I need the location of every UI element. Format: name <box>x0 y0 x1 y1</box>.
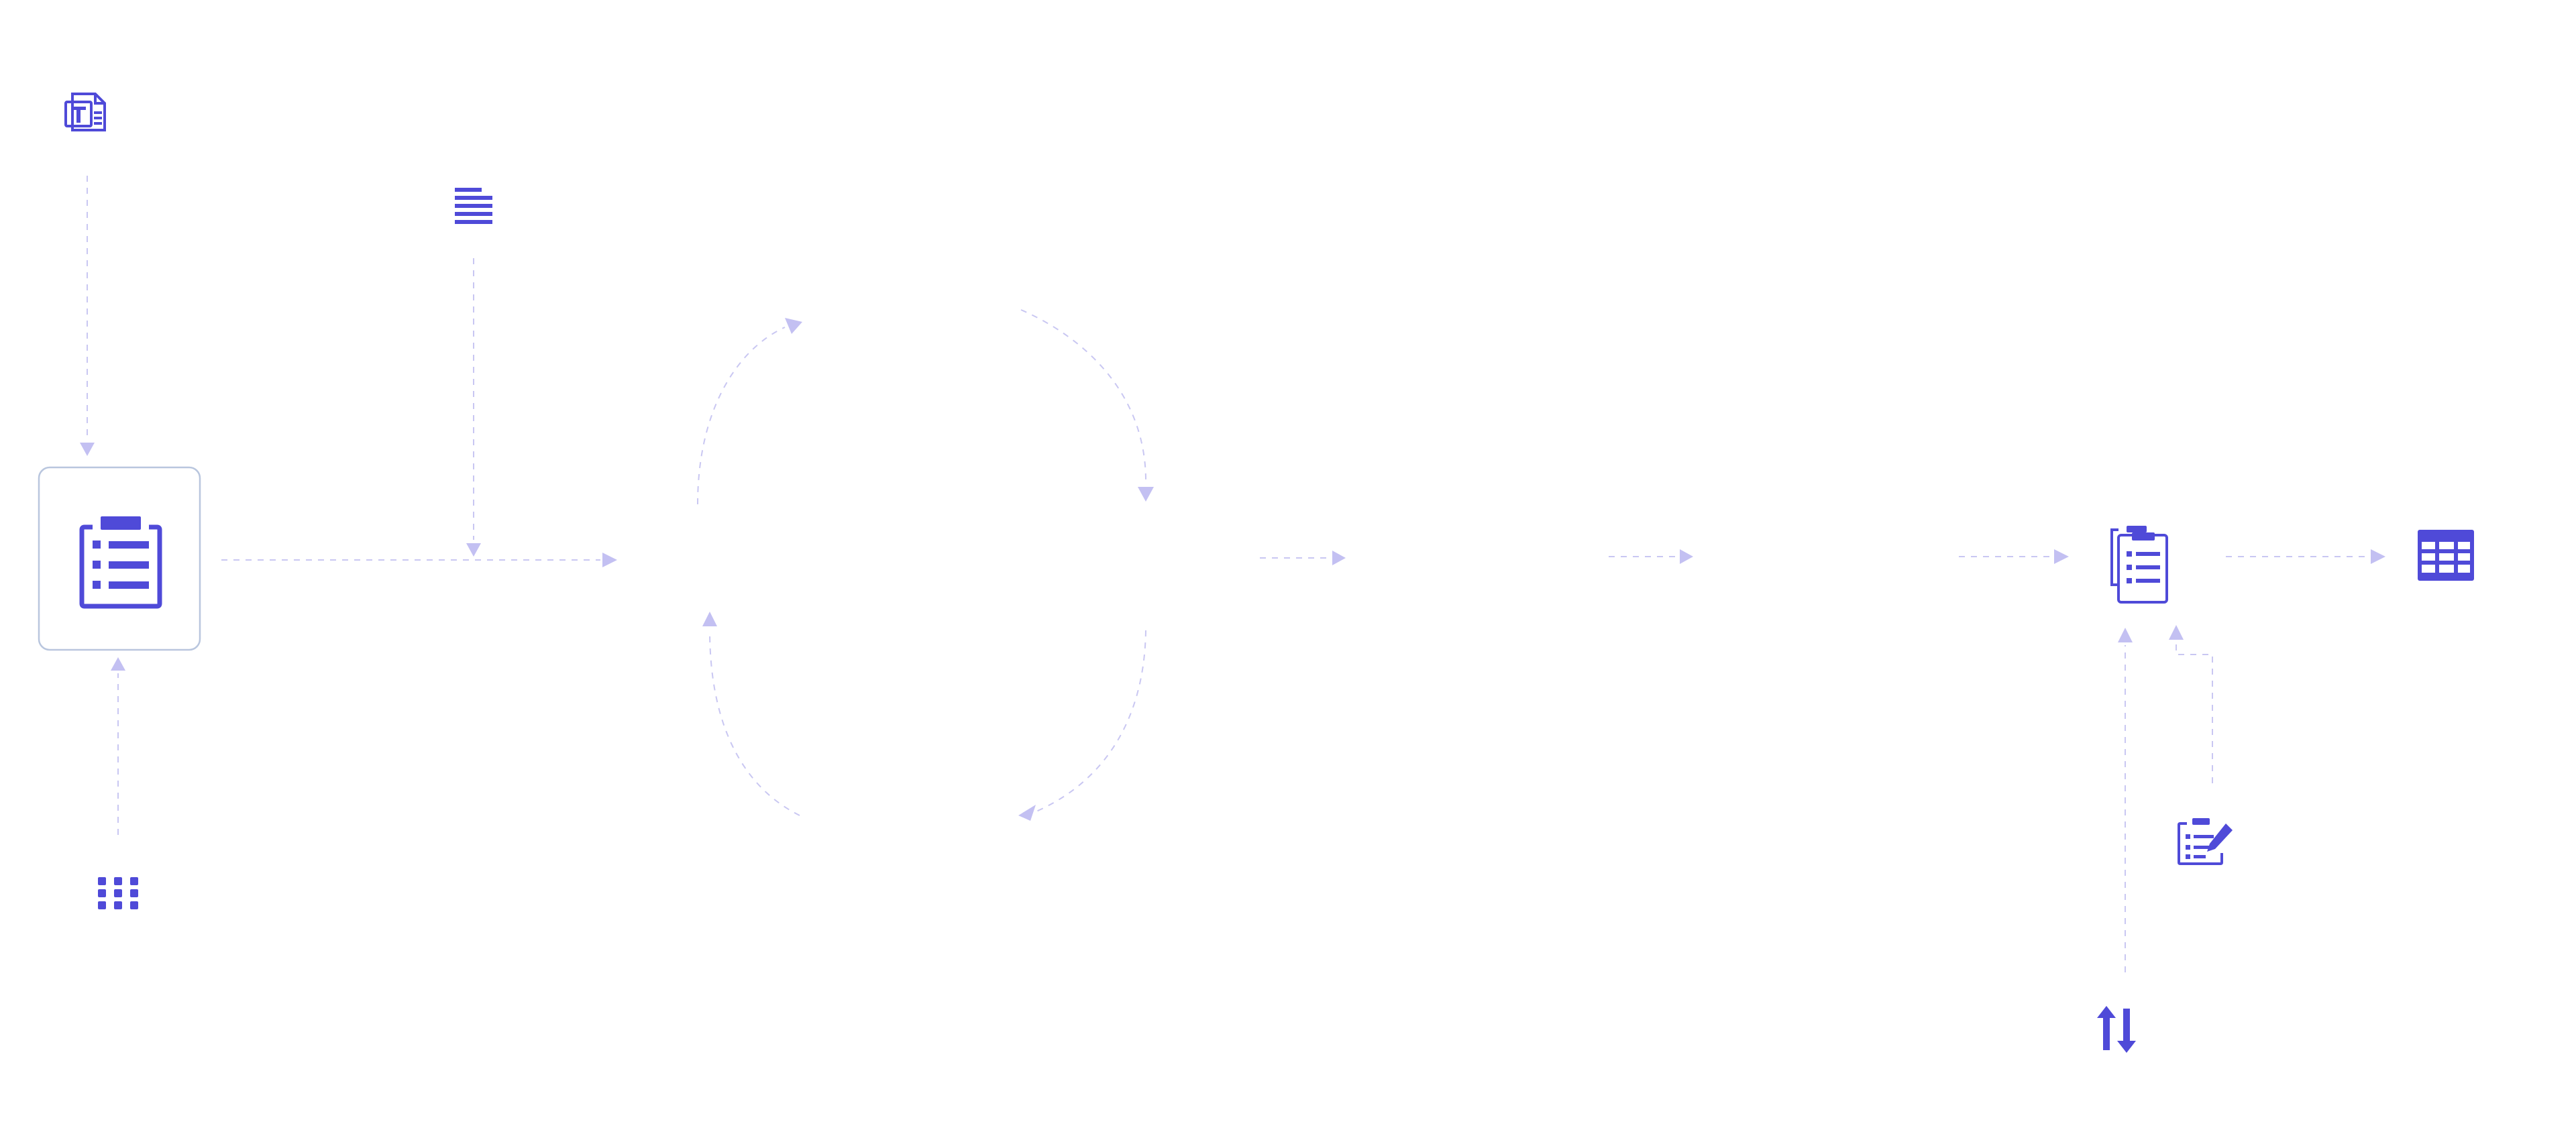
connector-grid-to-card <box>111 657 125 835</box>
connector-cycle-to-stage2 <box>1260 551 1346 565</box>
clipboard-edit-icon[interactable] <box>2178 818 2233 865</box>
clipboard-list-icon <box>79 516 162 609</box>
connector-stage3-to-merged <box>1959 549 2069 564</box>
clipboard-copy-icon[interactable] <box>2110 526 2168 604</box>
sort-arrows-icon[interactable] <box>2097 1006 2136 1053</box>
connector-doc-to-card <box>80 176 95 456</box>
cycle-arc-bottom-left <box>709 630 800 816</box>
task-list-card[interactable] <box>38 466 201 651</box>
cycle-arc-top-right <box>1020 309 1147 485</box>
cycle-arc-top-left <box>697 327 786 505</box>
connector-merged-to-table <box>2226 549 2385 564</box>
table-icon[interactable] <box>2418 530 2474 581</box>
cycle-loop <box>697 309 1154 821</box>
connector-card-to-cycle <box>221 553 617 567</box>
connector-stage2-to-stage3 <box>1609 549 1693 564</box>
connector-paragraph-to-line <box>466 258 481 557</box>
align-left-icon[interactable] <box>455 188 492 224</box>
grid-dots-icon[interactable] <box>98 877 138 909</box>
cycle-arc-bottom-right <box>1032 630 1146 813</box>
text-document-icon[interactable] <box>64 93 106 131</box>
connector-sort-to-merged <box>2118 628 2133 972</box>
connector-edit-to-merged <box>2169 625 2213 783</box>
